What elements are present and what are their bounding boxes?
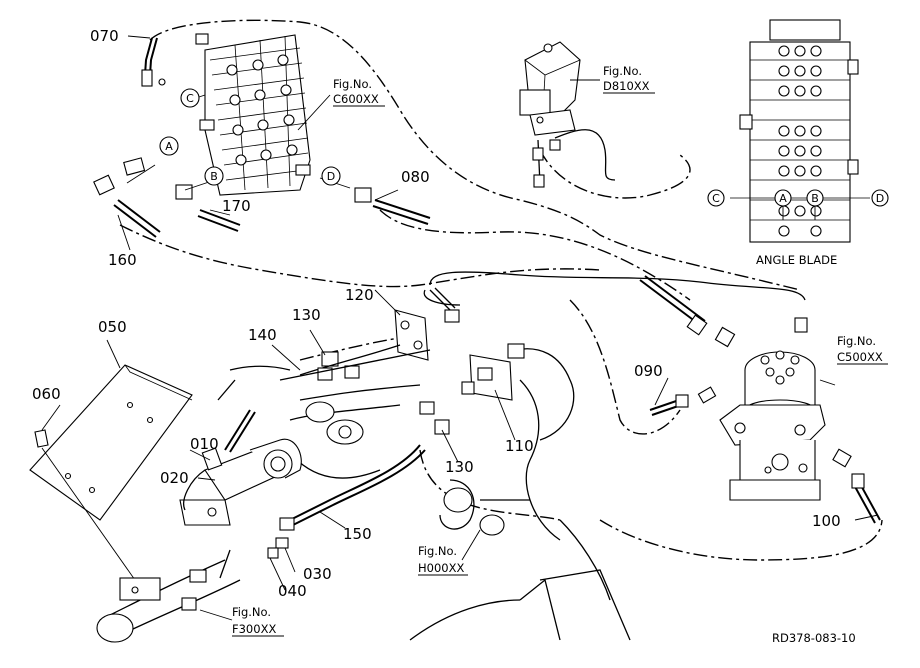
hose-070 <box>141 37 166 87</box>
svg-text:C: C <box>712 192 720 205</box>
bracket-120 <box>394 287 460 361</box>
drawing-id: RD378-083-10 <box>772 631 856 645</box>
bolt-060 <box>34 429 161 601</box>
svg-text:F300XX: F300XX <box>232 622 276 636</box>
svg-text:B: B <box>811 192 819 205</box>
port-marker-c-main: C <box>180 88 200 108</box>
svg-text:D: D <box>327 170 335 183</box>
label-170: 170 <box>222 197 251 215</box>
hose-170 <box>175 184 241 232</box>
svg-text:Fig.No.: Fig.No. <box>837 334 876 348</box>
svg-text:B: B <box>210 170 218 183</box>
svg-text:Fig.No.: Fig.No. <box>418 544 457 558</box>
boom-frame <box>217 349 631 641</box>
fitting-130-lower <box>419 401 450 435</box>
label-100: 100 <box>812 512 841 530</box>
port-marker-a-inset: A <box>774 189 792 207</box>
port-marker-b-inset: B <box>806 189 824 207</box>
svg-text:C: C <box>186 92 194 105</box>
part-number-labels: 070 080 160 170 120 130 140 050 060 010 … <box>32 27 841 600</box>
hose-090 <box>649 394 689 416</box>
label-130-upper: 130 <box>292 306 321 324</box>
label-090: 090 <box>634 362 663 380</box>
label-080: 080 <box>401 168 430 186</box>
blade-cylinder <box>96 438 302 643</box>
hose-150 <box>279 444 426 531</box>
hose-010 <box>224 409 256 453</box>
port-marker-d-main: D <box>321 166 341 186</box>
label-070: 070 <box>90 27 119 45</box>
svg-text:H000XX: H000XX <box>418 561 464 575</box>
label-140: 140 <box>248 326 277 344</box>
port-marker-d-inset: D <box>871 189 889 207</box>
label-060: 060 <box>32 385 61 403</box>
hose-140 <box>299 344 401 381</box>
svg-text:Fig.No.: Fig.No. <box>603 64 642 78</box>
fitting-130-upper <box>321 351 360 379</box>
boom-hoses <box>423 271 806 441</box>
label-020: 020 <box>160 469 189 487</box>
label-110: 110 <box>505 437 534 455</box>
pilot-valve-d810 <box>519 41 616 188</box>
hose-routes <box>119 19 883 561</box>
control-valve-c600 <box>195 33 311 196</box>
label-130-lower: 130 <box>445 458 474 476</box>
swivel-joint-c500 <box>697 317 852 501</box>
port-marker-a-main: A <box>159 136 179 156</box>
svg-text:D810XX: D810XX <box>603 79 650 93</box>
bracket-110 <box>461 354 513 401</box>
svg-text:Fig.No.: Fig.No. <box>333 77 372 91</box>
label-120: 120 <box>345 286 374 304</box>
label-030: 030 <box>303 565 332 583</box>
label-040: 040 <box>278 582 307 600</box>
svg-text:C600XX: C600XX <box>333 92 379 106</box>
inset-caption: ANGLE BLADE <box>756 253 837 267</box>
figure-references: Fig.No. C600XX Fig.No. D810XX Fig.No. C5… <box>232 64 888 637</box>
svg-text:D: D <box>876 192 884 205</box>
label-150: 150 <box>343 525 372 543</box>
port-marker-b-main: B <box>204 166 224 186</box>
figref-c600: Fig.No. C600XX <box>333 77 385 107</box>
svg-text:A: A <box>165 140 173 153</box>
cover-050 <box>29 364 193 521</box>
figref-f300: Fig.No. F300XX <box>232 605 284 637</box>
figref-c500: Fig.No. C500XX <box>837 334 888 365</box>
label-050: 050 <box>98 318 127 336</box>
label-010: 010 <box>190 435 219 453</box>
label-160: 160 <box>108 251 137 269</box>
port-marker-c-inset: C <box>707 189 725 207</box>
hose-080 <box>354 187 431 225</box>
inset-angle-blade-valve <box>730 19 870 243</box>
port-markers: C A B D C A B D <box>159 88 889 207</box>
figref-d810: Fig.No. D810XX <box>603 64 655 94</box>
fitting-030-040 <box>267 537 289 559</box>
figref-h000: Fig.No. H000XX <box>418 544 468 576</box>
svg-text:A: A <box>779 192 787 205</box>
hose-160 <box>93 157 161 238</box>
svg-text:C500XX: C500XX <box>837 350 883 364</box>
svg-text:Fig.No.: Fig.No. <box>232 605 271 619</box>
